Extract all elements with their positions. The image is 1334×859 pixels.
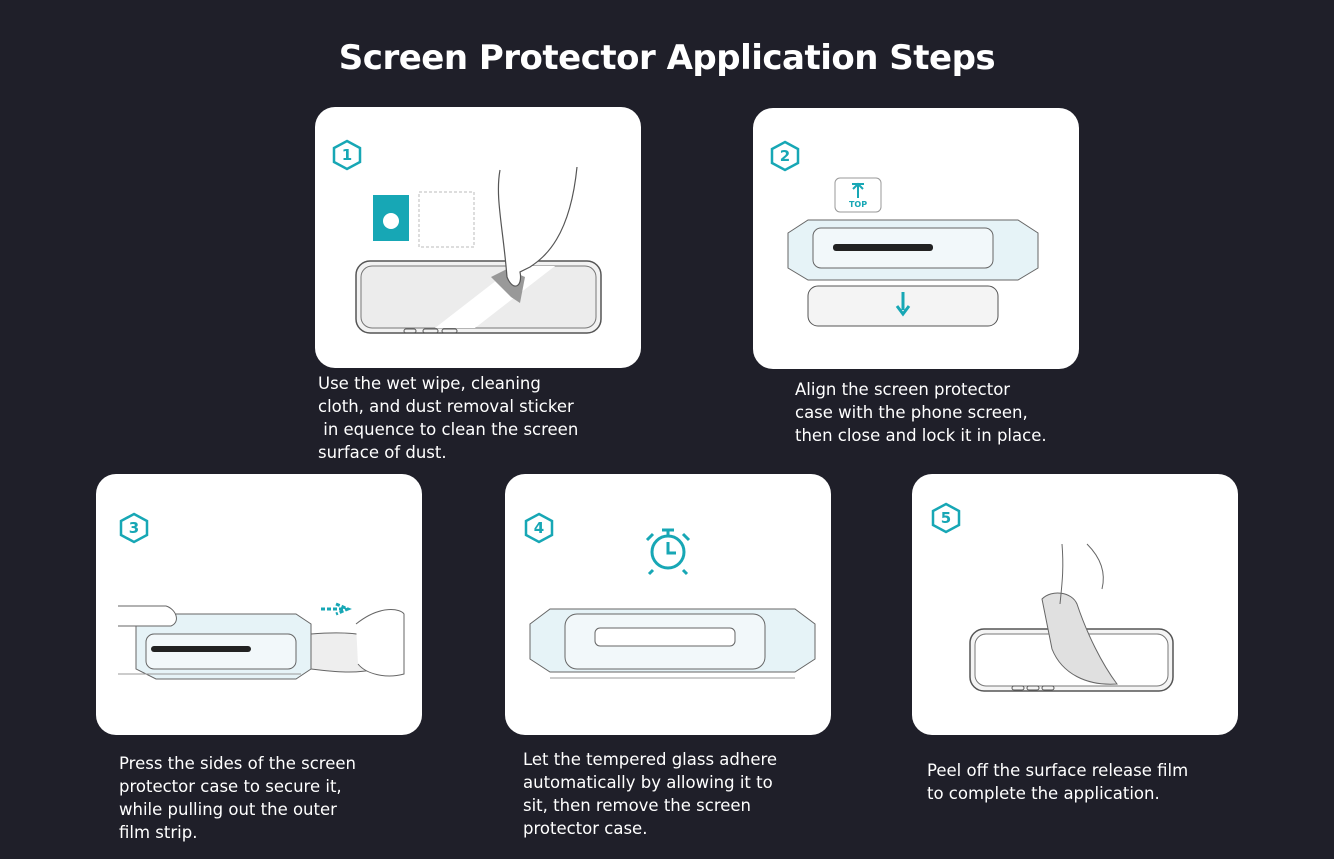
caption-line: while pulling out the outer — [119, 800, 337, 819]
caption-line: then close and lock it in place. — [795, 426, 1047, 445]
svg-text:3: 3 — [129, 519, 139, 537]
step-5-caption: Peel off the surface release film to comp… — [927, 759, 1188, 805]
step-2-caption: Align the screen protector case with the … — [795, 378, 1047, 447]
step-5-card: 5 — [912, 474, 1238, 735]
peel-film-illustration — [969, 543, 1174, 692]
caption-line: sit, then remove the screen — [523, 796, 751, 815]
caption-line: surface of dust. — [318, 443, 447, 462]
caption-line: Let the tempered glass adhere — [523, 750, 778, 769]
svg-text:1: 1 — [342, 146, 352, 164]
pull-film-illustration — [118, 602, 405, 680]
step-3-badge: 3 — [119, 512, 149, 544]
svg-text:5: 5 — [941, 509, 951, 527]
caption-line: Align the screen protector — [795, 380, 1011, 399]
step-4-badge: 4 — [524, 512, 554, 544]
caption-line: in equence to clean the screen — [318, 420, 579, 439]
step-4-card: 4 — [505, 474, 831, 735]
timer-icon — [645, 528, 691, 576]
align-case-illustration: TOP — [787, 177, 1039, 327]
step-4-caption: Let the tempered glass adhere automatical… — [523, 748, 777, 840]
step-2-card: 2 TOP — [753, 108, 1079, 369]
caption-line: case with the phone screen, — [795, 403, 1028, 422]
top-label: TOP — [849, 200, 867, 209]
step-1-caption: Use the wet wipe, cleaning cloth, and dus… — [318, 372, 578, 464]
step-2-badge: 2 — [770, 140, 800, 172]
step-1-card: 1 — [315, 107, 641, 368]
caption-line: Press the sides of the screen — [119, 754, 356, 773]
svg-text:2: 2 — [780, 147, 790, 165]
caption-line: protector case to secure it, — [119, 777, 342, 796]
cleaning-illustration — [355, 166, 602, 334]
step-5-badge: 5 — [931, 502, 961, 534]
caption-line: to complete the application. — [927, 784, 1160, 803]
caption-line: cloth, and dust removal sticker — [318, 397, 574, 416]
svg-text:4: 4 — [534, 519, 544, 537]
caption-line: Peel off the surface release film — [927, 761, 1189, 780]
step-1-badge: 1 — [332, 139, 362, 171]
caption-line: automatically by allowing it to — [523, 773, 773, 792]
caption-line: protector case. — [523, 819, 648, 838]
page-title: Screen Protector Application Steps — [338, 38, 996, 78]
wait-illustration — [529, 528, 816, 679]
step-3-caption: Press the sides of the screen protector c… — [119, 752, 356, 844]
caption-line: Use the wet wipe, cleaning — [318, 374, 541, 393]
step-3-card: 3 — [96, 474, 422, 735]
caption-line: film strip. — [119, 823, 198, 842]
